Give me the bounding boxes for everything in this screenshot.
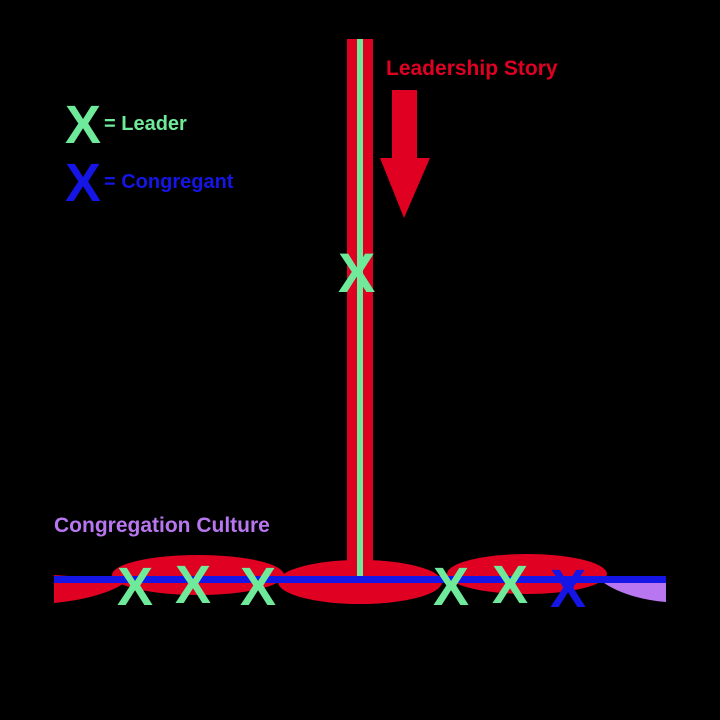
congregation-culture-label: Congregation Culture (54, 514, 270, 537)
legend-leader-mark: X (64, 95, 102, 155)
culture-blob-left (112, 555, 284, 595)
leadership-story-label: Leadership Story (386, 57, 558, 80)
legend-leader-text: = Leader (104, 112, 187, 135)
legend-leader: X = Leader (62, 95, 187, 155)
legend-congregant: X = Congregant (62, 153, 234, 213)
story-column-green-line (357, 39, 363, 577)
story-leader-mark: X (338, 241, 376, 304)
culture-congregant-mark: X (550, 559, 587, 619)
culture-leader-mark-2: X (175, 555, 212, 615)
culture-leader-mark-4: X (433, 557, 470, 617)
culture-blob-right-edge-purple (600, 580, 666, 602)
culture-line (54, 576, 666, 583)
culture-blob-right (447, 554, 607, 594)
legend-congregant-mark: X (64, 153, 102, 213)
culture-leader-mark-3: X (240, 557, 277, 617)
down-arrow-icon (380, 90, 430, 218)
culture-leader-mark-1: X (117, 557, 154, 617)
legend-congregant-text: = Congregant (104, 170, 234, 193)
culture-leader-mark-5: X (492, 555, 529, 615)
